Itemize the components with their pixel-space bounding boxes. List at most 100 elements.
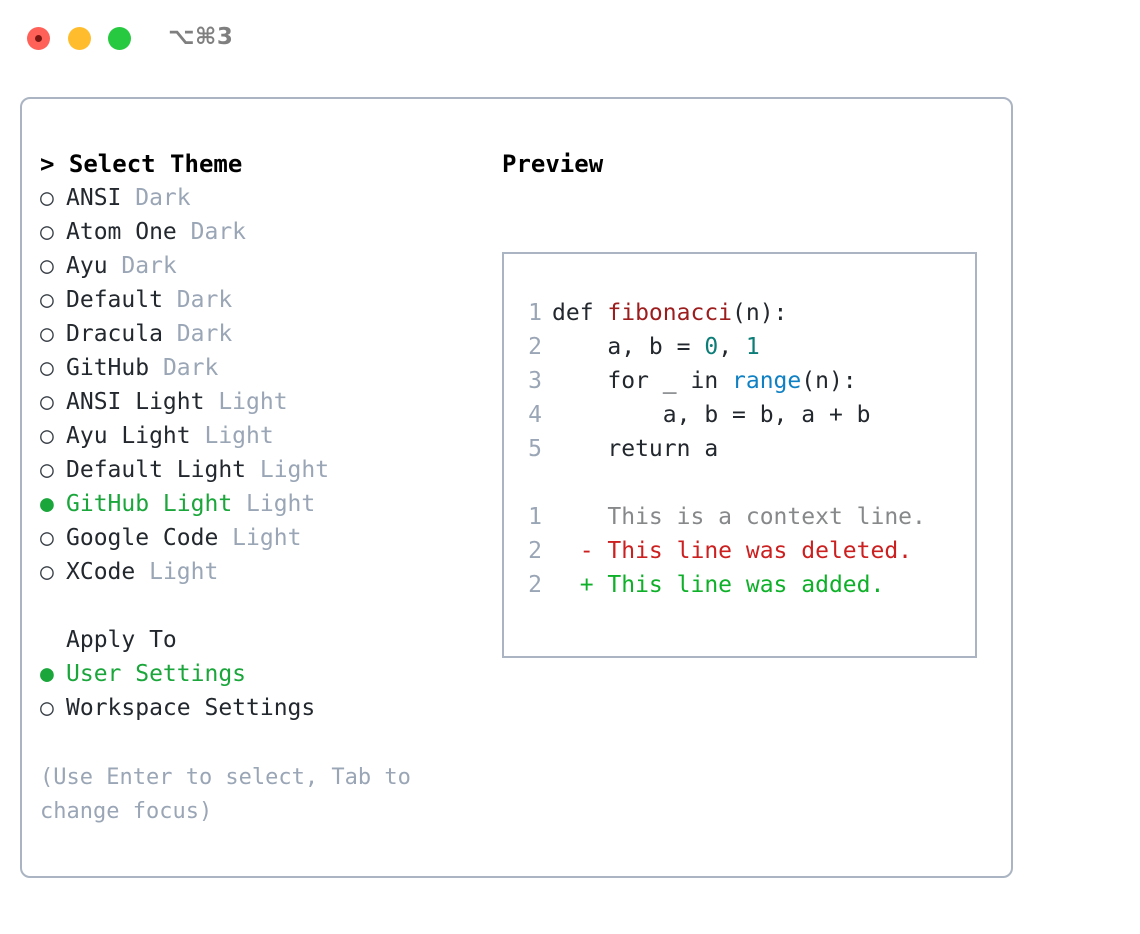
code-token: 1 [745,334,760,360]
code-token: (n): [732,300,788,326]
diff-marker [552,504,607,530]
code-line: 4 a, b = b, a + b [520,398,969,432]
theme-list-item[interactable]: ○Default Dark [40,283,490,317]
theme-variant-label: Dark [121,185,191,211]
radio-unselected-icon: ○ [40,389,54,415]
code-diff-spacer [520,466,969,500]
diff-marker: - [552,538,608,564]
theme-picker-heading: > Select Theme [40,150,243,178]
theme-variant-label: Light [135,559,219,585]
theme-list: ○ ANSI Dark ○ Atom One Dark ○ Ayu Dark ○Defaul… [40,181,490,589]
radio-selected-icon: ● [40,661,54,687]
code-line: 2 a, b = 0, 1 [520,330,969,364]
theme-picker-column: > Select Theme ○ANSI Dark○Atom One Dark○… [40,147,490,725]
theme-list-item[interactable]: ○Ayu Light Light [40,419,490,453]
code-token: 0 [704,334,719,360]
theme-name: Atom One [66,219,177,245]
apply-to-heading: ○Apply To [40,623,490,657]
diff-lines: 1 This is a context line.2 - This line w… [520,500,969,602]
code-token: a, b = [552,334,705,360]
apply-to-heading-indent: ○ [40,623,66,657]
theme-list-item[interactable]: ○ ANSI Dark [40,181,490,215]
theme-variant-label: Dark [107,253,177,279]
code-token: return a [552,436,719,462]
theme-list-item[interactable]: ○Dracula Dark [40,317,490,351]
apply-to-option[interactable]: ● User Settings [40,657,490,691]
apply-to-label: Workspace Settings [66,695,316,721]
theme-list-item[interactable]: ○ GitHub Dark [40,351,490,385]
theme-name: GitHub [66,355,150,381]
keyboard-hint-text: (Use Enter to select, Tab to change focu… [40,765,425,824]
code-token: def [552,300,608,326]
theme-list-item[interactable]: ○ ANSI Light Light [40,385,490,419]
title-bar: ⌥⌘3 [0,0,1140,78]
theme-name: Ayu Light [66,423,191,449]
line-number: 2 [528,334,542,360]
code-token: for _ in [552,368,733,394]
theme-list-item[interactable]: ○ Ayu Dark [40,249,490,283]
preview-title: Preview [502,150,604,178]
theme-variant-label: Light [218,525,302,551]
theme-list-item[interactable]: ○Default Light Light [40,453,490,487]
radio-unselected-icon: ○ [40,185,54,211]
line-number: 1 [528,300,542,326]
theme-list-item[interactable]: ○Google Code Light [40,521,490,555]
theme-list-item[interactable]: ● GitHub Light Light [40,487,490,521]
diff-marker: + [552,572,608,598]
theme-variant-label: Light [232,491,316,517]
diff-text: This line was deleted. [607,538,913,564]
theme-list-item[interactable]: ○ Atom One Dark [40,215,490,249]
code-token: (n): [801,368,857,394]
theme-variant-label: Light [246,457,330,483]
line-number: 4 [528,402,542,428]
theme-name: ANSI [66,185,122,211]
line-number: 2 [528,572,542,598]
theme-variant-label: Dark [176,219,247,245]
list-spacer [40,589,490,623]
diff-line: 2 - This line was deleted. [520,534,969,568]
radio-unselected-icon: ○ [40,219,54,245]
code-token: range [732,368,802,394]
radio-unselected-icon: ○ [40,253,54,279]
diff-line: 2 + This line was added. [520,568,969,602]
theme-name: XCode [66,559,136,585]
keyboard-shortcut-label: ⌥⌘3 [168,24,234,50]
line-number: 1 [528,504,542,530]
code-line: 5 return a [520,432,969,466]
main-panel: > Select Theme ○ANSI Dark○Atom One Dark○… [20,97,1013,878]
diff-text: This is a context line. [607,504,926,530]
theme-variant-label: Dark [162,321,233,347]
theme-variant-label: Light [204,389,288,415]
code-line: 1 def fibonacci(n): [520,296,969,330]
code-token: fibonacci [607,300,733,326]
theme-name: Dracula [66,321,163,347]
line-number: 2 [528,538,542,564]
radio-unselected-icon: ○ [40,457,54,483]
diff-line: 1 This is a context line. [520,500,969,534]
apply-to-label: User Settings [66,661,247,687]
radio-unselected-icon: ○ [40,355,54,381]
theme-name: Ayu [66,253,108,279]
apply-to-option[interactable]: ○ Workspace Settings [40,691,490,725]
theme-name: ANSI Light [66,389,205,415]
theme-list-item[interactable]: ○ XCode Light [40,555,490,589]
radio-unselected-icon: ○ [40,423,54,449]
radio-unselected-icon: ○ [40,287,54,313]
close-window-button[interactable] [27,27,50,50]
theme-variant-label: Dark [149,355,219,381]
radio-unselected-icon: ○ [40,525,54,551]
radio-unselected-icon: ○ [40,559,54,585]
code-token: a, b = b, a + b [552,402,871,428]
theme-name: GitHub Light [66,491,233,517]
maximize-window-button[interactable] [108,27,131,50]
radio-selected-icon: ● [40,491,54,517]
radio-unselected-icon: ○ [40,695,54,721]
close-icon [35,35,42,42]
code-token: , [718,334,746,360]
minimize-window-button[interactable] [68,27,91,50]
apply-to-list: ● User Settings ○ Workspace Settings [40,657,490,725]
